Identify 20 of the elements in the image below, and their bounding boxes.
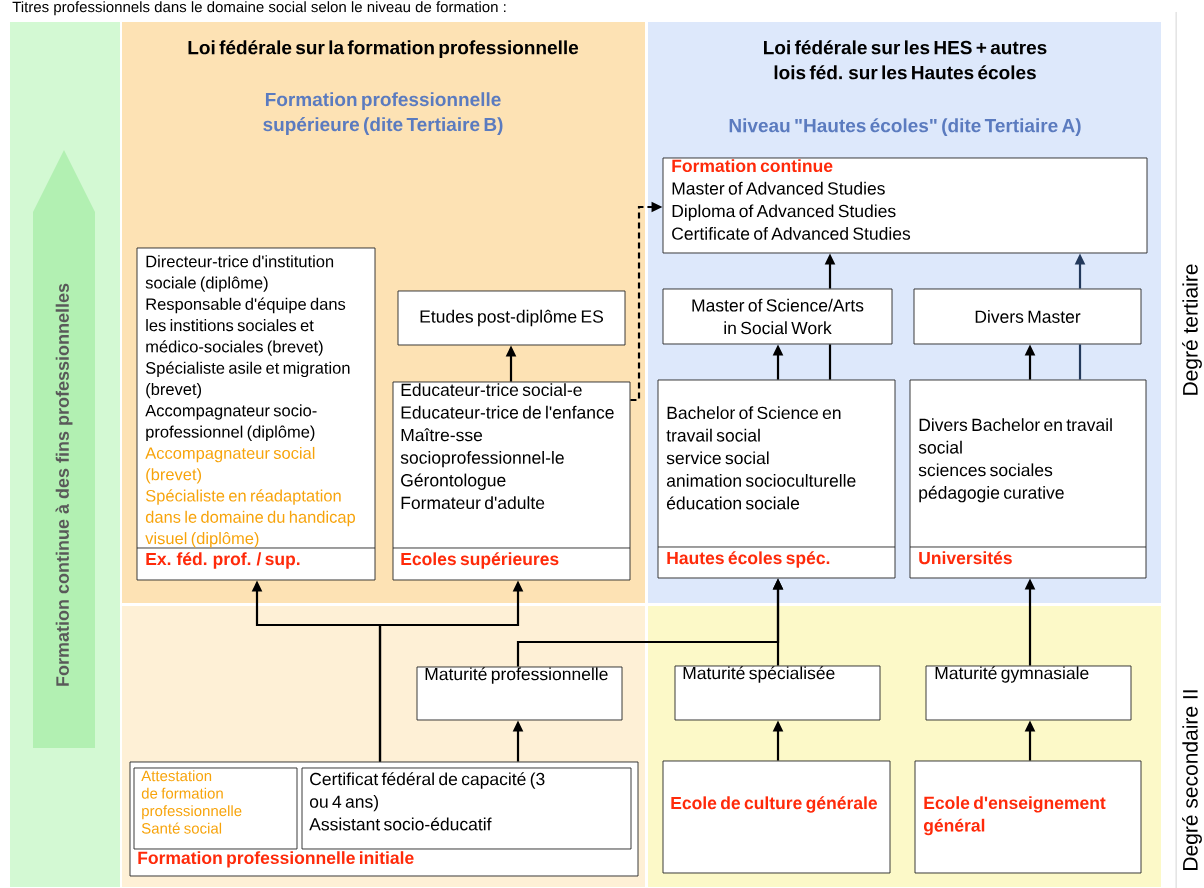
text-box: Divers Bachelor en travail social sciences sociales pédagogie curative Universités xyxy=(909,379,1147,579)
side-label: Degré secondaire II xyxy=(1182,690,1202,870)
text-box: Ecole d'enseignement général xyxy=(914,760,1142,874)
connector-line xyxy=(1078,344,1082,380)
text-box: Maturité spécialisée xyxy=(674,665,881,721)
side-label: Degré tertiaire xyxy=(1182,264,1202,395)
connector-line xyxy=(828,344,832,380)
text-box: Educateur-trice social-e Educateur-trice de l'enfance Maître-sse socioprofessionnel-le Gérontologue Formateur d'adulte Ecoles supérieures xyxy=(392,381,631,581)
text-box: Ecole de culture générale xyxy=(662,760,891,874)
title: Titres professionnels dans le domaine social selon le niveau de formation : xyxy=(12,1,506,16)
text-box: Certificat fédéral de capacité (3 ou 4 ans) Assistant socio-éducatif xyxy=(301,767,632,850)
text-box: Formation continue Master of Advanced Studies Diploma of Advanced Studies Certificate of Advanced Studies xyxy=(662,157,1148,254)
text-box: Divers Master xyxy=(913,288,1142,345)
text-box: Directeur-trice d'institution sociale (diplôme) Responsable d'équipe dans les institions sociales et médico-sociales (brevet) Spécialiste asile et migration (brevet) Accompagnateur socio-professionnel (diplôme) Accompagnateur social (brevet) Spécialiste en réadaptation dans le domaine du handicap visuel (diplôme) Ex. féd. prof. / sup. xyxy=(136,247,376,581)
text-box: Master of Science/Arts in Social Work xyxy=(662,288,893,345)
text-box: Bachelor of Science en travail social service social animation socioculturelle éducation sociale Hautes écoles spéc. xyxy=(657,379,896,579)
text-box: Maturité professionnelle xyxy=(416,666,623,721)
text-box: Attestation de formation professionnelle Santé social xyxy=(133,767,298,850)
text-box: Maturité gymnasiale xyxy=(925,665,1132,721)
text-box: Etudes post-diplôme ES xyxy=(397,290,626,346)
